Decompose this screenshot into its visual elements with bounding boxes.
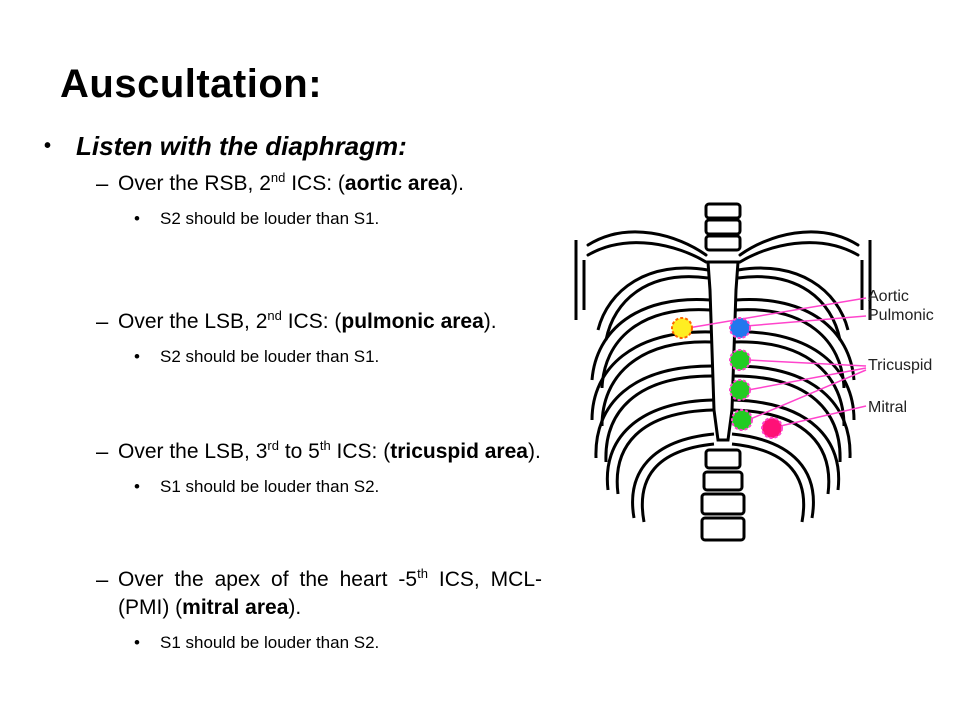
marker-mitral: [761, 417, 783, 439]
main-bullet: • Listen with the diaphragm:: [44, 130, 407, 162]
dash-marker: –: [96, 567, 109, 592]
ribs-right: [731, 266, 856, 523]
label-pulmonic: Pulmonic: [868, 307, 934, 324]
dash-marker: –: [96, 309, 109, 334]
item-text: Over the LSB, 2nd ICS: (pulmonic area).: [118, 308, 497, 333]
label-tricuspid: Tricuspid: [868, 357, 932, 374]
label-aortic: Aortic: [868, 288, 909, 305]
ribcage-outline: [586, 202, 860, 542]
sub-bullet: •S2 should be louder than S1.: [134, 347, 380, 366]
sub-bullet-text: S1 should be louder than S2.: [160, 633, 380, 652]
list-item-aortic: – Over the RSB, 2nd ICS: (aortic area). …: [96, 170, 542, 230]
ribs-left: [590, 266, 715, 523]
term-pulmonic: pulmonic area: [341, 310, 484, 333]
slide-title: Auscultation:: [60, 62, 323, 106]
bullet-dot: •: [44, 135, 52, 157]
sub-bullet-text: S2 should be louder than S1.: [160, 347, 380, 366]
dash-marker: –: [96, 171, 109, 196]
list-item-mitral: – Over the apex of the heart -5th ICS, M…: [96, 566, 542, 654]
sub-bullet: •S2 should be louder than S1.: [134, 209, 380, 228]
list-item-pulmonic: – Over the LSB, 2nd ICS: (pulmonic area)…: [96, 308, 542, 368]
term-mitral: mitral area: [182, 596, 289, 619]
term-aortic: aortic area: [344, 172, 452, 195]
sub-bullet: •S1 should be louder than S2.: [134, 633, 380, 652]
marker-aortic: [671, 317, 693, 339]
item-text: Over the RSB, 2nd ICS: (aortic area).: [118, 170, 464, 195]
marker-tricuspid: [729, 349, 753, 431]
ribcage-illustration: Aortic Pulmonic Tricuspid Mitral: [574, 202, 934, 542]
list-item-tricuspid: – Over the LSB, 3rd to 5th ICS: (tricusp…: [96, 438, 542, 498]
sub-bullet-text: S1 should be louder than S2.: [160, 477, 380, 496]
dash-marker: –: [96, 439, 109, 464]
item-text: Over the LSB, 3rd to 5th ICS: (tricuspid…: [118, 438, 541, 463]
term-tricuspid: tricuspid area: [390, 440, 528, 463]
label-mitral: Mitral: [868, 399, 907, 416]
shoulder-outline: [574, 240, 872, 320]
ribcage-diagram: Aortic Pulmonic Tricuspid Mitral: [568, 200, 948, 550]
leader-lines: [687, 297, 867, 429]
item-text: Over the apex of the heart -5th ICS, MCL…: [118, 566, 542, 619]
sub-bullet: •S1 should be louder than S2.: [134, 477, 380, 496]
marker-pulmonic: [729, 317, 751, 339]
main-bullet-text: Listen with the diaphragm:: [76, 131, 407, 161]
sub-bullet-text: S2 should be louder than S1.: [160, 209, 380, 228]
